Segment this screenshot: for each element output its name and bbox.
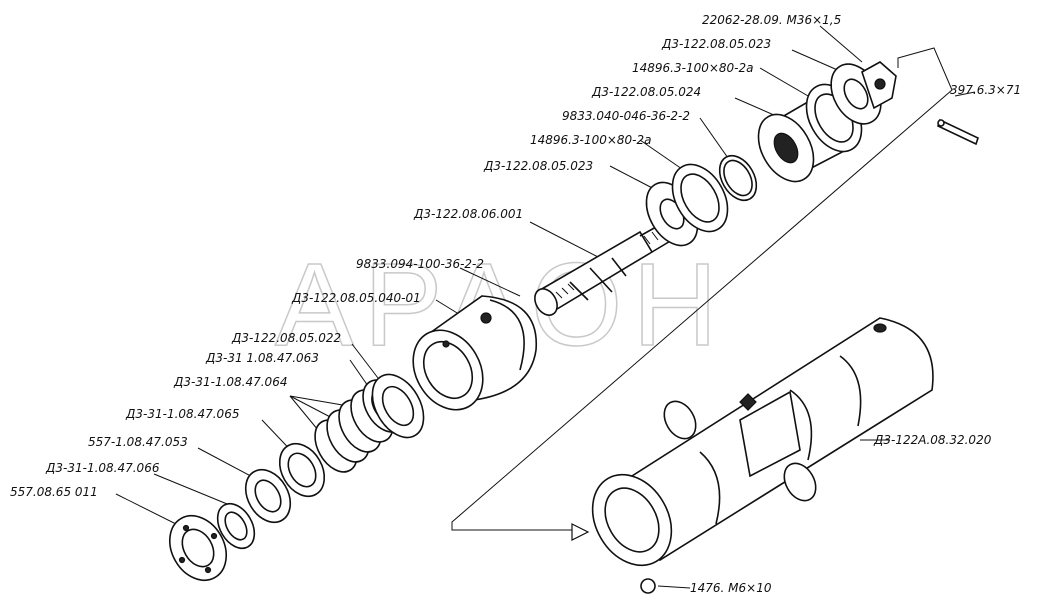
- nut-m36-part: [861, 61, 897, 110]
- label-oring-094: 9833.094-100-36-2-2: [356, 257, 484, 271]
- label-head-040-01: Д3-122.08.05.040-01: [291, 291, 421, 305]
- washer-022-part: [371, 373, 425, 439]
- label-pin-397: 397.6.3×71: [950, 83, 1021, 97]
- label-oring-040: 9833.040-046-36-2-2: [562, 109, 690, 123]
- label-rings-064: Д3-31-1.08.47.064: [173, 375, 287, 389]
- flange-part: [168, 515, 228, 581]
- label-cylinder-020: Д3-122А.08.32.020: [873, 433, 992, 447]
- label-rod-001: Д3-122.08.06.001: [413, 207, 523, 221]
- label-ring-063: Д3-31 1.08.47.063: [205, 351, 319, 365]
- head-part: [412, 295, 537, 411]
- ring-066-part: [216, 502, 256, 550]
- label-ring-053: 557-1.08.47.053: [88, 435, 188, 449]
- pin-part: [937, 118, 979, 146]
- ring-065-part: [278, 442, 326, 498]
- label-washer-023-mid: Д3-122.08.05.023: [483, 159, 593, 173]
- assembly-path-arrowhead: [571, 523, 590, 541]
- label-bushing-024: Д3-122.08.05.024: [591, 85, 701, 99]
- part-labels: 22062-28.09. М36×1,5 Д3-122.08.05.023 14…: [10, 13, 1021, 595]
- cylinder-part: [591, 317, 934, 567]
- screw-m6-part: [640, 578, 656, 594]
- label-cuff-mid: 14896.3-100×80-2а: [530, 133, 652, 147]
- label-ring-065: Д3-31-1.08.47.065: [125, 407, 239, 421]
- label-washer-023-top: Д3-122.08.05.023: [661, 37, 771, 51]
- label-washer-022: Д3-122.08.05.022: [231, 331, 341, 345]
- label-screw-m6: 1476. М6×10: [690, 581, 772, 595]
- label-screw-m36: 22062-28.09. М36×1,5: [702, 13, 841, 27]
- oring-040-part: [718, 154, 758, 202]
- ring-053-part: [244, 468, 292, 524]
- label-ring-066: Д3-31-1.08.47.066: [45, 461, 160, 475]
- cuff-mid-part: [671, 163, 729, 233]
- label-cuff-top: 14896.3-100×80-2а: [632, 61, 754, 75]
- label-flange-011: 557.08.65 011: [10, 485, 98, 499]
- assembly-path-line: [451, 47, 953, 531]
